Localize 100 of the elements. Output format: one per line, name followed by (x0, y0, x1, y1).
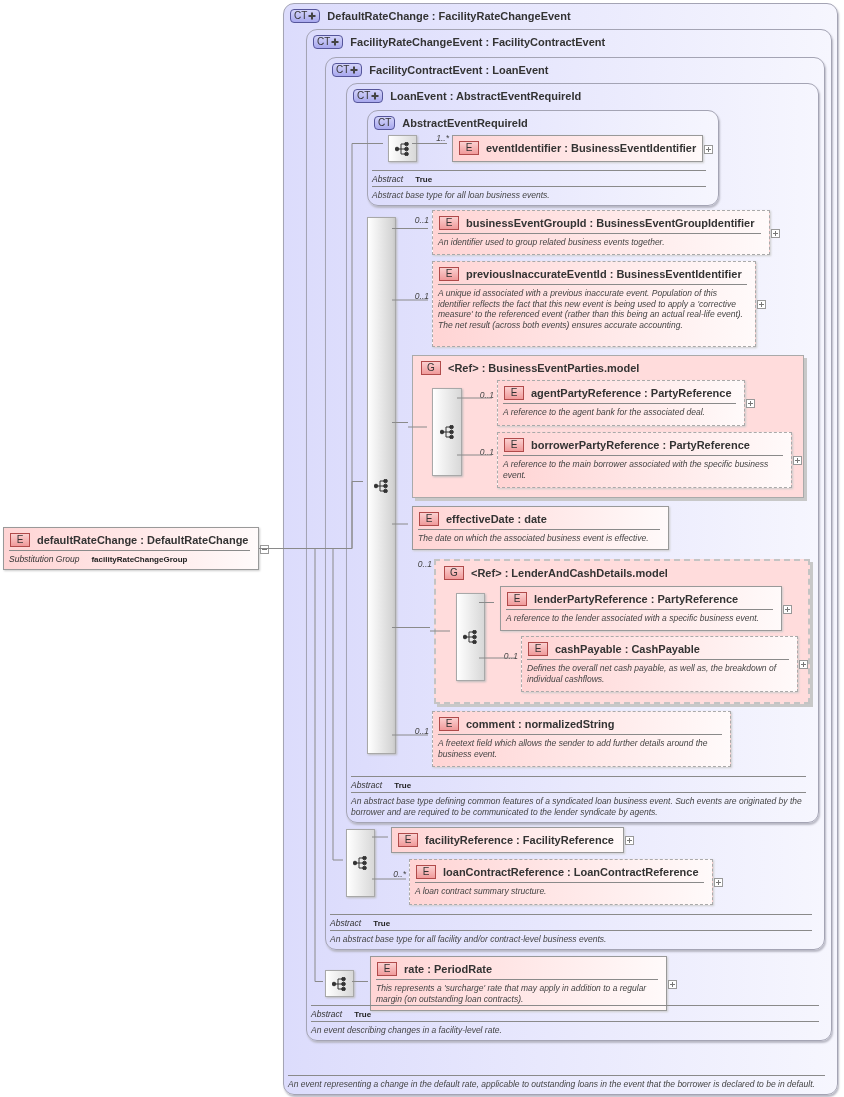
cardinality-label: 0..1 (479, 390, 494, 400)
element-name: effectiveDate : date (446, 513, 547, 525)
property-name: Abstract (351, 780, 383, 790)
type-name: AbstractEventRequireId (402, 117, 528, 129)
property-name: Abstract (330, 917, 362, 928)
element-name: previousInaccurateEventId : BusinessEventIdentifier (466, 268, 742, 280)
description: A reference to the main borrower associated with the specific business event. (503, 455, 783, 480)
badge-label: CT (378, 118, 392, 128)
type-name: FacilityRateChangeEvent : FacilityContractEvent (350, 36, 606, 48)
connector-line (478, 657, 516, 659)
description: A reference to the lender associated with a specific business event. (506, 609, 773, 624)
kind-badge: E (439, 216, 459, 230)
description: An event describing changes in a facility-level rate. (311, 1020, 819, 1035)
kind-badge: G (444, 566, 464, 580)
connector-line (391, 422, 409, 423)
sequence-box (456, 593, 485, 681)
description: A reference to the agent bank for the associated deal. (503, 403, 736, 418)
connector-line (391, 299, 429, 301)
kind-badge: E (528, 642, 548, 656)
property-value: True (354, 1009, 372, 1019)
description: An identifier used to group related business events together. (438, 233, 761, 248)
type-name: DefaultRateChange : FacilityRateChangeEvent (327, 10, 571, 22)
group-name: <Ref> : BusinessEventParties.model (448, 362, 640, 374)
connector-line (351, 981, 369, 982)
connector-line (391, 228, 429, 229)
element-name: rate : PeriodRate (404, 963, 493, 975)
kind-badge: E (504, 386, 524, 400)
group-box (412, 355, 804, 498)
kind-badge: G (421, 361, 441, 375)
property-value: facilityRateChangeGroup (91, 555, 188, 564)
group-name: <Ref> : LenderAndCashDetails.model (471, 567, 668, 579)
sequence-box (432, 388, 462, 476)
connector-line (371, 836, 389, 838)
description: A freetext field which allows the sender to add further details around the business event. (438, 734, 722, 759)
cardinality-label: 0..1 (414, 726, 429, 736)
kind-badge: E (459, 141, 479, 155)
property-name: Abstract (372, 173, 404, 184)
description: A loan contract summary structure. (415, 882, 704, 897)
connector-line (391, 734, 429, 736)
type-name: FacilityContractEvent : LoanEvent (369, 64, 549, 76)
kind-badge: E (377, 962, 397, 976)
element-name: lenderPartyReference : PartyReference (534, 593, 739, 605)
kind-badge: E (416, 865, 436, 879)
badge-label: CT (317, 37, 331, 47)
description: The date on which the associated business event is effective. (418, 529, 660, 544)
property-value: True (394, 781, 412, 790)
element-name: facilityReference : FacilityReference (425, 834, 614, 846)
element-name: loanContractReference : LoanContractReference (443, 866, 699, 878)
description: Defines the overall net cash payable, as well as, the breakdown of individual cashflows. (527, 659, 789, 684)
connector-line (391, 627, 431, 628)
connector-line (391, 523, 409, 525)
sequence-box (346, 829, 375, 897)
property-name: Substitution Group (9, 554, 80, 564)
cardinality-label: 0..1 (417, 559, 432, 569)
connector-line (456, 454, 493, 456)
kind-badge: E (398, 833, 418, 847)
property-value: True (373, 918, 391, 928)
description: An event representing a change in the default rate, applicable to outstanding loans in the event that the borrower is declared to be in default. (288, 1074, 825, 1089)
sequence-box (367, 217, 396, 754)
description: A unique id associated with a previous inaccurate event. Population of this identifier reflects the fact that this new event is being used to apply a 'corrective measure' to the referenced event (rather than this being an actual real-life event). The net result (across both events) ensures accurate accounting. (438, 284, 747, 330)
element-name: eventIdentifier : BusinessEventIdentifier (486, 142, 697, 154)
cardinality-label: 0..1 (414, 291, 429, 301)
connector-line (456, 397, 493, 399)
cardinality-label: 0..1 (414, 215, 429, 225)
property-value: True (415, 174, 433, 184)
complex-type-box (367, 110, 719, 206)
sequence-box (325, 970, 354, 997)
kind-badge: E (10, 533, 30, 547)
property-name: Abstract (311, 1008, 343, 1019)
element-name: comment : normalizedString (466, 718, 615, 730)
element-box (412, 506, 669, 550)
description: An abstract base type for all facility and/or contract-level business events. (330, 929, 812, 944)
connector-line (478, 602, 495, 603)
cardinality-label: 0..1 (503, 651, 518, 661)
connector-line (407, 426, 428, 428)
kind-badge: E (419, 512, 439, 526)
sequence-box (388, 135, 417, 162)
badge-label: CT (357, 91, 371, 101)
description: An abstract base type defining common features of a syndicated loan business event. Such events are originated by the borrower and are required to be communicated to the lender syndicate by agents. (351, 792, 806, 817)
element-name: defaultRateChange : DefaultRateChange (37, 534, 249, 546)
complex-type-box (325, 57, 825, 950)
badge-label: CT (336, 65, 350, 75)
kind-badge: E (439, 717, 459, 731)
connector-line (429, 630, 451, 632)
kind-badge: E (504, 438, 524, 452)
cardinality-label: 1..* (436, 133, 449, 143)
connector-line (371, 878, 407, 880)
element-name: businessEventGroupId : BusinessEventGroupIdentifier (466, 217, 755, 229)
connector-line (411, 143, 448, 144)
kind-badge: E (439, 267, 459, 281)
cardinality-label: 0..1 (479, 447, 494, 457)
element-name: cashPayable : CashPayable (555, 643, 700, 655)
kind-badge: E (507, 592, 527, 606)
badge-label: CT (294, 11, 308, 21)
description: This represents a 'surcharge' rate that may apply in addition to a regular margin (on outstanding loan contracts). (376, 979, 658, 1004)
complex-type-box (346, 83, 819, 823)
description: Abstract base type for all loan business events. (372, 185, 706, 200)
cardinality-label: 0..* (393, 869, 406, 879)
element-name: borrowerPartyReference : PartyReference (531, 439, 750, 451)
type-name: LoanEvent : AbstractEventRequireId (390, 90, 582, 102)
